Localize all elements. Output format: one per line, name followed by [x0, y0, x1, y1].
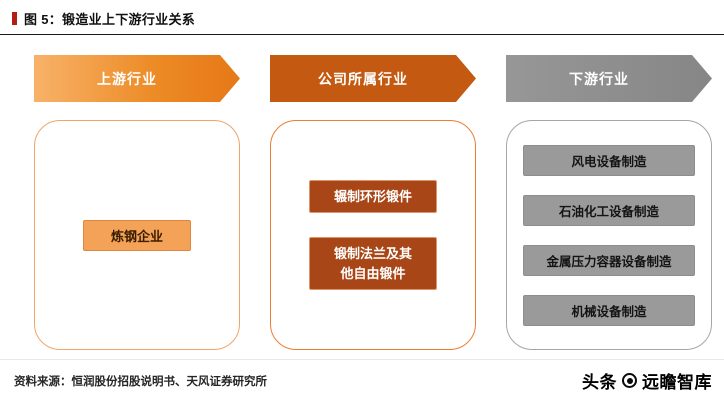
- upstream-column: 上游行业 炼钢企业: [34, 55, 240, 350]
- title-accent-bar: [12, 12, 17, 25]
- company-arrow-label: 公司所属行业: [318, 70, 408, 87]
- downstream-node-wind-power-equipment: 风电设备制造: [523, 144, 695, 176]
- upstream-arrow-label: 上游行业: [97, 70, 157, 87]
- figure-title: 图 5：锻造业上下游行业关系: [24, 12, 196, 27]
- downstream-node-pressure-vessel-equipment: 金属压力容器设备制造: [523, 244, 695, 276]
- watermark: 头条 远瞻智库: [582, 368, 712, 393]
- upstream-arrow-banner: 上游行业: [34, 55, 240, 102]
- toutiao-brand-text: 头条: [582, 373, 617, 392]
- watermark-account-text: 远瞻智库: [642, 373, 712, 392]
- company-column: 公司所属行业 辗制环形锻件 锻制法兰及其他自由锻件: [270, 55, 476, 350]
- downstream-column: 下游行业 风电设备制造 石油化工设备制造 金属压力容器设备制造 机械设备制造: [506, 55, 712, 350]
- company-node-forged-flanges: 锻制法兰及其他自由锻件: [309, 237, 437, 291]
- company-panel: 辗制环形锻件 锻制法兰及其他自由锻件: [270, 120, 476, 350]
- header-divider: [0, 34, 724, 35]
- downstream-node-machinery-equipment: 机械设备制造: [523, 294, 695, 326]
- downstream-node-petrochemical-equipment: 石油化工设备制造: [523, 194, 695, 226]
- company-arrow-banner: 公司所属行业: [270, 55, 476, 102]
- upstream-node-steel-makers: 炼钢企业: [83, 219, 191, 251]
- downstream-arrow-banner: 下游行业: [506, 55, 712, 102]
- downstream-arrow-label: 下游行业: [569, 70, 629, 87]
- company-node-rolled-ring-forgings: 辗制环形锻件: [309, 179, 437, 214]
- upstream-panel: 炼钢企业: [34, 120, 240, 350]
- industry-chain-diagram: 上游行业 炼钢企业 公司所属行业 辗制环形锻件 锻制法兰及其他自由锻件 下游行业…: [0, 35, 724, 350]
- figure-footer: 资料来源：恒润股份招股说明书、天风证券研究所 头条 远瞻智库: [0, 359, 724, 401]
- yuanzhan-logo-icon: [622, 373, 637, 388]
- figure-header: 图 5：锻造业上下游行业关系: [0, 0, 724, 28]
- source-text: 资料来源：恒润股份招股说明书、天风证券研究所: [14, 375, 267, 388]
- downstream-panel: 风电设备制造 石油化工设备制造 金属压力容器设备制造 机械设备制造: [506, 120, 712, 350]
